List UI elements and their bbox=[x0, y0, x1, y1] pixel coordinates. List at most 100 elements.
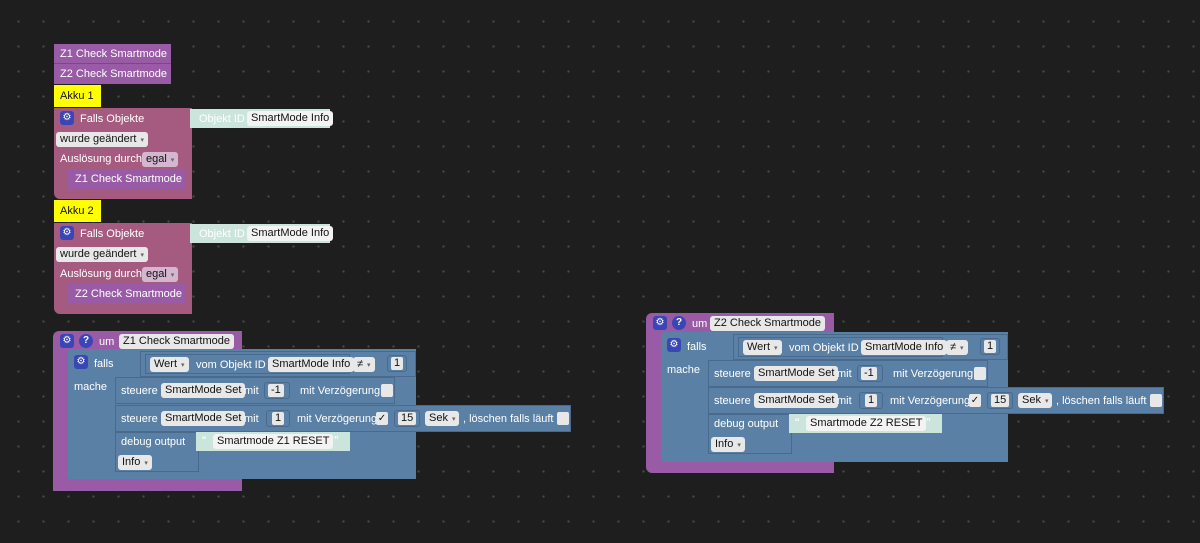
chevron-down-icon: ▾ bbox=[181, 362, 185, 369]
verzoegerung-checkbox[interactable] bbox=[381, 384, 393, 397]
chevron-down-icon: ▾ bbox=[170, 272, 175, 279]
trigger-block-akku1[interactable]: ⚙ Falls Objekte wurde geändert▾ Auslösun… bbox=[54, 108, 192, 199]
compare-block-z1[interactable]: Wert▾ vom Objekt ID SmartMode Info ≠▾ 1 bbox=[140, 351, 416, 377]
level-dropdown[interactable]: Info▾ bbox=[711, 437, 745, 452]
ausloesung-label: Auslösung durch bbox=[60, 153, 142, 165]
compare-number[interactable]: 1 bbox=[391, 357, 404, 370]
trigger-label: Falls Objekte bbox=[80, 228, 145, 240]
changed-value: wurde geändert bbox=[60, 133, 137, 145]
call-block-inner[interactable]: Z1 Check Smartmode bbox=[68, 169, 185, 189]
objekt-id-value[interactable]: SmartMode Info bbox=[247, 226, 334, 241]
debug-block-z1[interactable]: debug output Info▾ bbox=[115, 432, 199, 472]
value-number[interactable]: 1 bbox=[272, 412, 285, 425]
changed-dropdown[interactable]: wurde geändert▾ bbox=[56, 247, 148, 262]
value-number[interactable]: 1 bbox=[865, 394, 878, 407]
ausloesung-dropdown[interactable]: egal▾ bbox=[142, 152, 179, 167]
changed-dropdown[interactable]: wurde geändert▾ bbox=[56, 132, 148, 147]
message-field[interactable]: Smartmode Z2 RESET bbox=[806, 416, 927, 431]
verzoegerung-checkbox[interactable]: ✓ bbox=[969, 394, 981, 407]
control-block-1-z1[interactable]: steuere SmartMode Set mit -1 mit Verzöge… bbox=[115, 377, 395, 404]
gear-icon[interactable]: ⚙ bbox=[667, 338, 681, 352]
value-number-block[interactable]: -1 bbox=[264, 382, 290, 399]
objekt-id-value[interactable]: SmartMode Info bbox=[247, 111, 334, 126]
unit-dropdown[interactable]: Sek▾ bbox=[425, 411, 460, 426]
quote-open-icon: “ bbox=[202, 433, 207, 448]
call-block-inner[interactable]: Z2 Check Smartmode bbox=[68, 284, 185, 304]
quote-close-icon: ” bbox=[926, 415, 931, 430]
gear-icon[interactable]: ⚙ bbox=[653, 316, 667, 330]
changed-value: wurde geändert bbox=[60, 248, 137, 260]
gear-icon[interactable]: ⚙ bbox=[74, 355, 88, 369]
objekt-id-block-akku1[interactable]: Objekt ID SmartMode Info bbox=[190, 109, 334, 128]
wert-dropdown[interactable]: Wert▾ bbox=[743, 340, 782, 355]
chevron-down-icon: ▾ bbox=[451, 416, 456, 423]
debug-block-z2[interactable]: debug output Info▾ bbox=[708, 414, 792, 454]
ausloesung-value: egal bbox=[146, 268, 167, 280]
get-value-block[interactable]: Wert▾ vom Objekt ID SmartMode Info bbox=[145, 354, 355, 374]
level-value: Info bbox=[715, 438, 734, 450]
objekt-id-label: Objekt ID bbox=[199, 228, 245, 240]
if-block-bottom bbox=[68, 474, 136, 479]
value-number-block[interactable]: 1 bbox=[266, 410, 290, 427]
trigger-block-akku2[interactable]: ⚙ Falls Objekte wurde geändert▾ Auslösun… bbox=[54, 223, 192, 314]
procedure-name-field[interactable]: Z2 Check Smartmode bbox=[710, 316, 825, 331]
message-field[interactable]: Smartmode Z1 RESET bbox=[213, 434, 334, 449]
compare-number-block[interactable]: 1 bbox=[387, 355, 407, 372]
debug-label: debug output bbox=[714, 418, 779, 430]
chevron-down-icon: ▾ bbox=[1044, 398, 1049, 405]
value-number[interactable]: -1 bbox=[268, 384, 284, 397]
verzoegerung-checkbox[interactable]: ✓ bbox=[376, 412, 388, 425]
clear-checkbox[interactable] bbox=[557, 412, 569, 425]
call-block-z1[interactable]: Z1 Check Smartmode bbox=[54, 44, 171, 64]
gear-icon[interactable]: ⚙ bbox=[60, 226, 74, 240]
value-number-block[interactable]: 1 bbox=[859, 392, 883, 409]
target-field[interactable]: SmartMode Set bbox=[161, 411, 246, 426]
control-block-2-z1[interactable]: steuere SmartMode Set mit 1 mit Verzöger… bbox=[115, 405, 571, 432]
target-field[interactable]: SmartMode Set bbox=[161, 383, 246, 398]
gear-icon[interactable]: ⚙ bbox=[60, 111, 74, 125]
level-value: Info bbox=[122, 456, 141, 468]
delay-number-block[interactable]: 15 bbox=[987, 392, 1013, 409]
wert-dropdown[interactable]: Wert▾ bbox=[150, 357, 189, 372]
compare-number-block[interactable]: 1 bbox=[980, 338, 1000, 355]
objekt-field[interactable]: SmartMode Info bbox=[268, 357, 355, 372]
comment-text: Akku 1 bbox=[60, 90, 94, 102]
unit-dropdown[interactable]: Sek▾ bbox=[1018, 393, 1053, 408]
chevron-down-icon: ▾ bbox=[367, 362, 371, 369]
target-field[interactable]: SmartMode Set bbox=[754, 366, 839, 381]
compare-block-z2[interactable]: Wert▾ vom Objekt ID SmartMode Info ≠▾ 1 bbox=[733, 334, 1008, 360]
procedure-name-field[interactable]: Z1 Check Smartmode bbox=[119, 334, 234, 349]
operator-dropdown[interactable]: ≠▾ bbox=[946, 340, 968, 355]
help-icon[interactable]: ? bbox=[79, 334, 93, 348]
delay-number[interactable]: 15 bbox=[398, 412, 417, 425]
text-block-z1[interactable]: “ Smartmode Z1 RESET ” bbox=[196, 432, 350, 451]
falls-label: falls bbox=[94, 358, 114, 370]
call-block-z2[interactable]: Z2 Check Smartmode bbox=[54, 64, 171, 84]
comment-akku1[interactable]: Akku 1 bbox=[54, 85, 101, 107]
delay-number-block[interactable]: 15 bbox=[394, 410, 420, 427]
objekt-id-block-akku2[interactable]: Objekt ID SmartMode Info bbox=[190, 224, 334, 243]
clear-checkbox[interactable] bbox=[1150, 394, 1162, 407]
gear-icon[interactable]: ⚙ bbox=[60, 334, 74, 348]
text-block-z2[interactable]: “ Smartmode Z2 RESET ” bbox=[789, 414, 942, 433]
wert-value: Wert bbox=[154, 358, 178, 370]
help-icon[interactable]: ? bbox=[672, 316, 686, 330]
operator-value: ≠ bbox=[357, 358, 364, 370]
call-label: Z2 Check Smartmode bbox=[60, 68, 167, 80]
value-number[interactable]: -1 bbox=[861, 367, 877, 380]
falls-label: falls bbox=[687, 341, 707, 353]
ausloesung-dropdown[interactable]: egal▾ bbox=[142, 267, 179, 282]
get-value-block[interactable]: Wert▾ vom Objekt ID SmartMode Info bbox=[738, 337, 948, 357]
level-dropdown[interactable]: Info▾ bbox=[118, 455, 152, 470]
control-block-2-z2[interactable]: steuere SmartMode Set mit 1 mit Verzöger… bbox=[708, 387, 1164, 414]
verzoegerung-checkbox[interactable] bbox=[974, 367, 986, 380]
compare-number[interactable]: 1 bbox=[984, 340, 997, 353]
comment-akku2[interactable]: Akku 2 bbox=[54, 200, 101, 222]
delay-number[interactable]: 15 bbox=[991, 394, 1010, 407]
value-number-block[interactable]: -1 bbox=[857, 365, 883, 382]
operator-dropdown[interactable]: ≠▾ bbox=[353, 357, 375, 372]
target-field[interactable]: SmartMode Set bbox=[754, 393, 839, 408]
control-block-1-z2[interactable]: steuere SmartMode Set mit -1 mit Verzöge… bbox=[708, 360, 988, 387]
objekt-field[interactable]: SmartMode Info bbox=[861, 340, 948, 355]
call-label: Z1 Check Smartmode bbox=[60, 48, 167, 60]
